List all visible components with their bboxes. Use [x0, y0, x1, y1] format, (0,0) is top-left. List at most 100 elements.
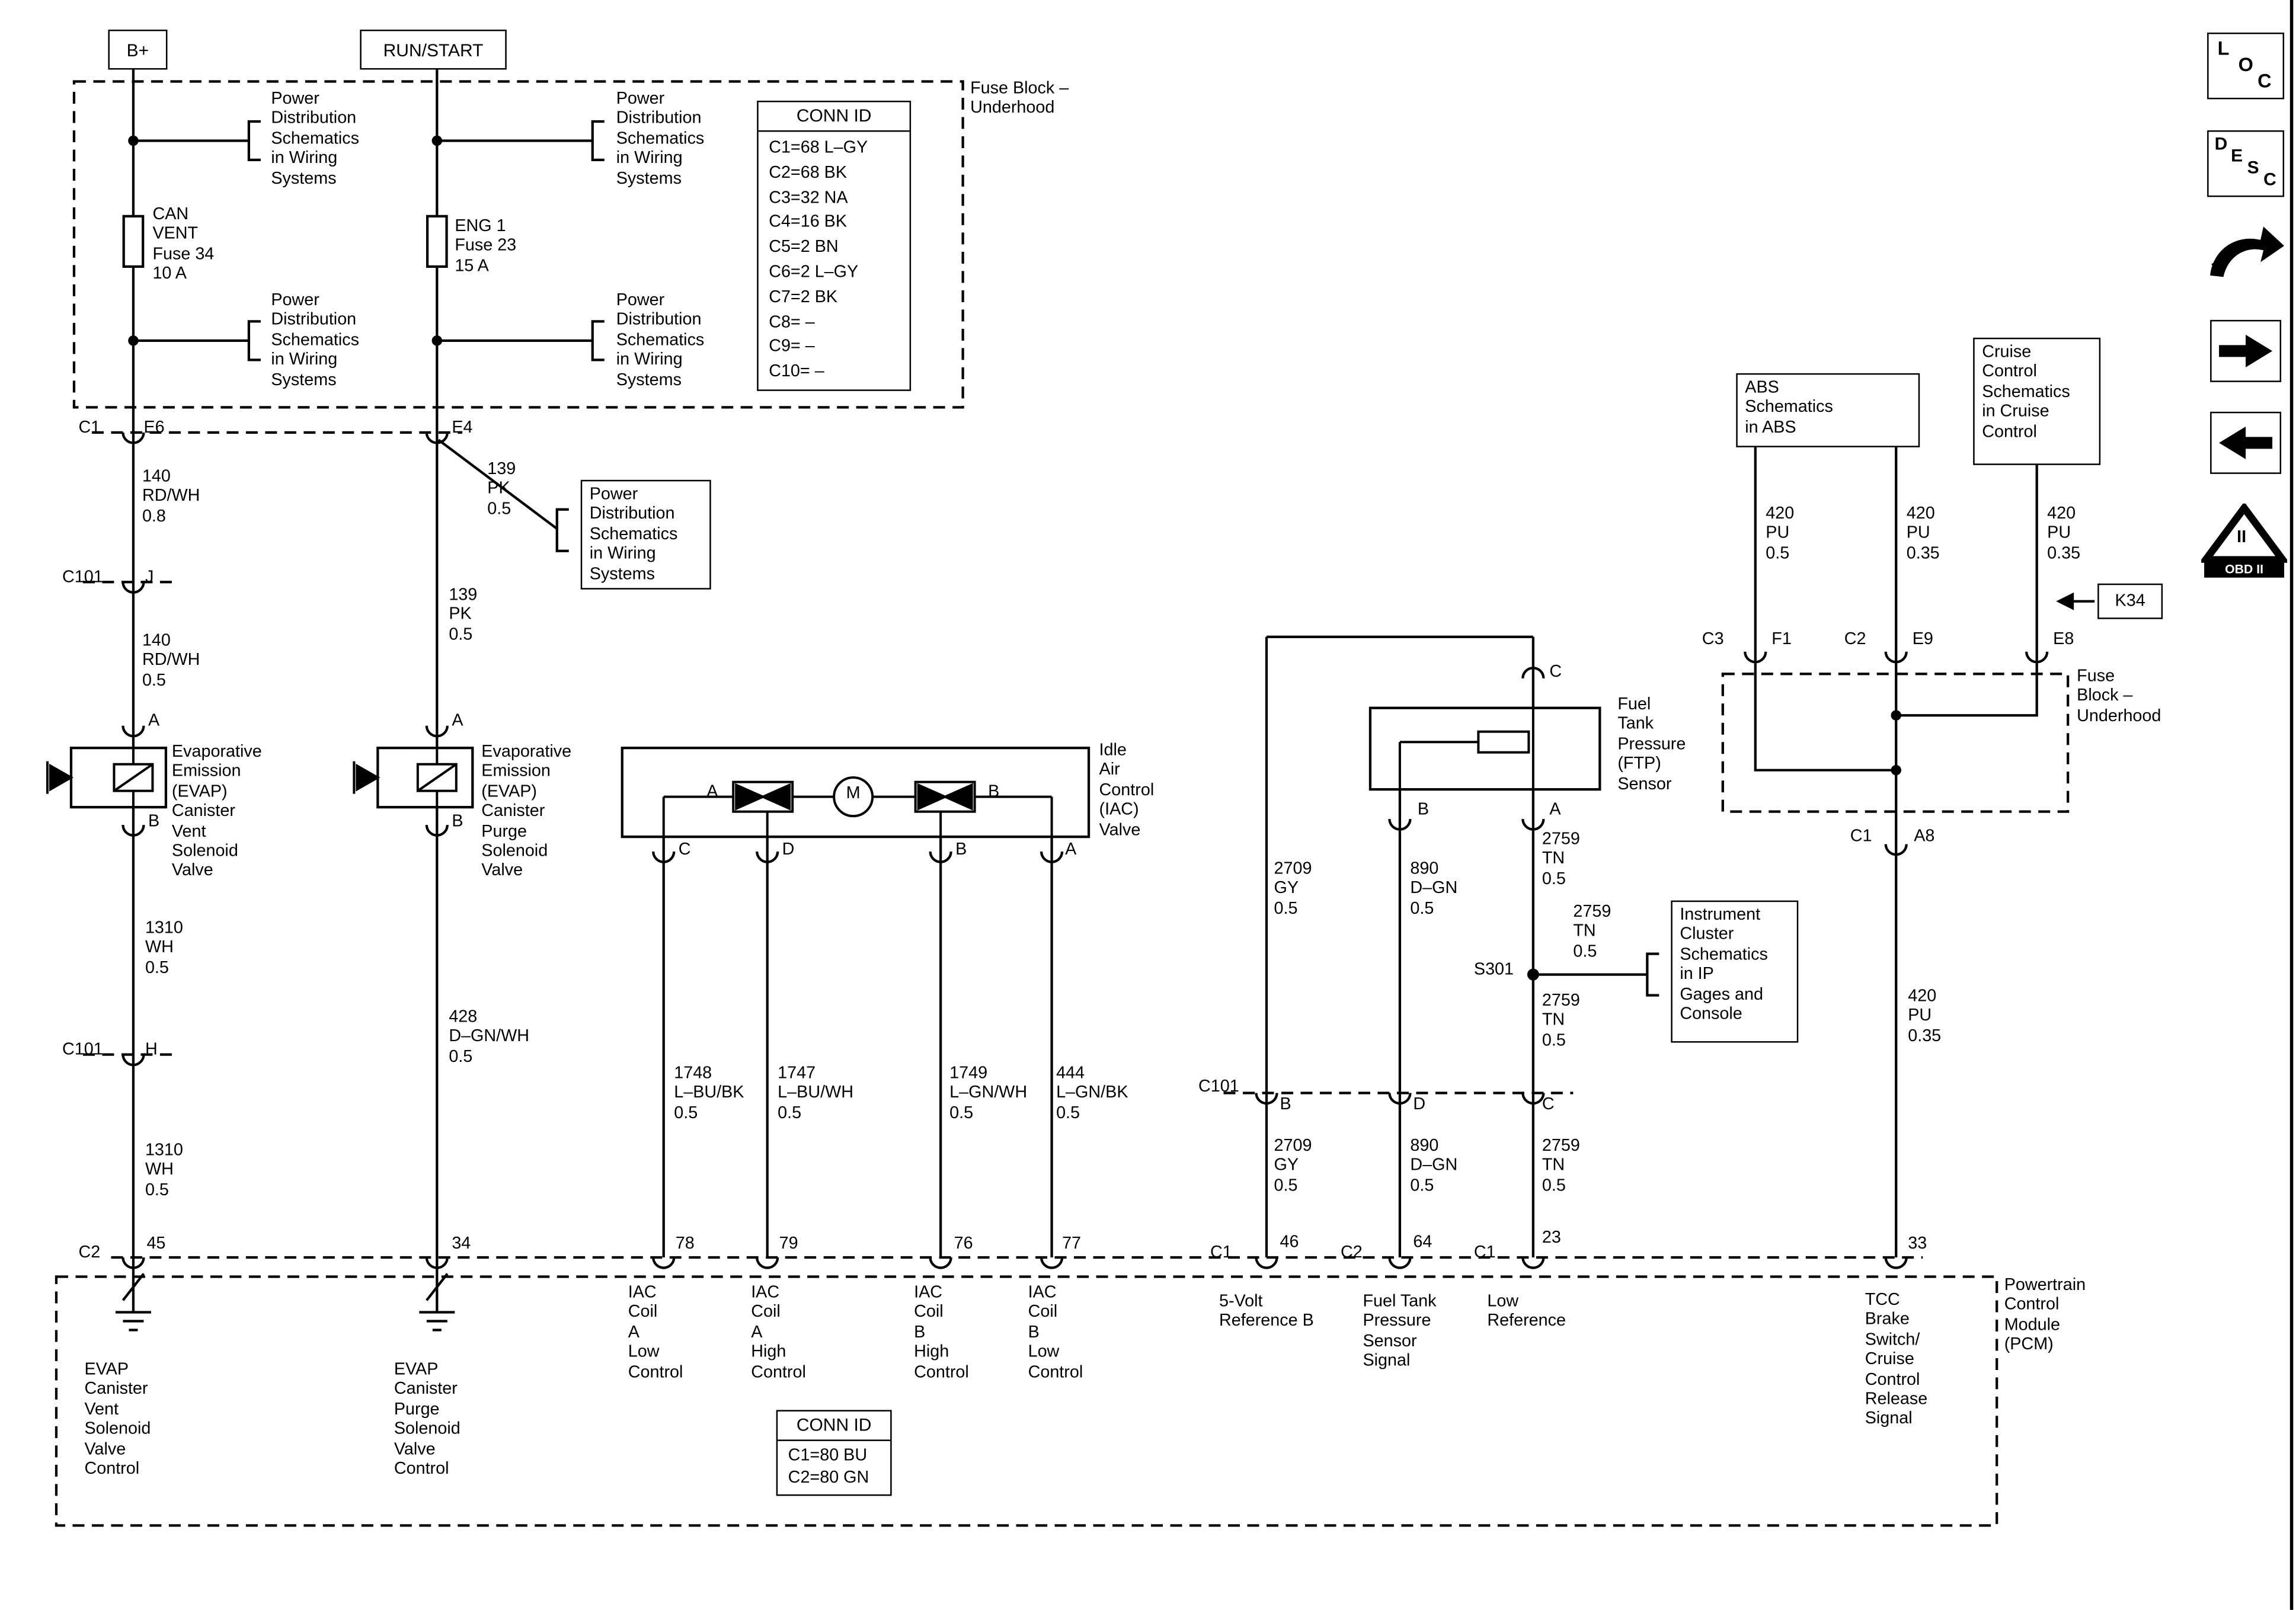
signal-iac-a-low: IAC Coil A Low Control — [628, 1283, 683, 1382]
cruise-ref-label: Cruise Control Schematics in Cruise Cont… — [1982, 343, 2070, 441]
terminal-76: 76 — [954, 1235, 973, 1253]
connector-c3-designator: C3 — [1702, 630, 1724, 649]
fuse-block-underhood-box — [72, 80, 964, 409]
pin-a-purge: A — [452, 712, 463, 731]
can-vent-fuse-label: CAN VENT Fuse 34 10 A — [152, 206, 215, 283]
signal-iac-b-low: IAC Coil B Low Control — [1028, 1283, 1083, 1382]
repair-instructions-icon[interactable] — [2201, 216, 2287, 290]
loc-letter: O — [2238, 53, 2253, 76]
conn-id-table-top: CONN ID C1=68 L–GY C2=68 BK C3=32 NA C4=… — [757, 100, 912, 391]
pin-h: H — [145, 1041, 158, 1060]
connector-c2-designator: C2 — [1340, 1244, 1363, 1262]
k34-arrow — [2056, 592, 2095, 610]
back-arrow-button[interactable] — [2210, 411, 2282, 474]
eng1-fuse-label: ENG 1 Fuse 23 15 A — [455, 217, 517, 276]
connector-c2-designator: C2 — [1844, 630, 1866, 649]
signal-low-reference: Low Reference — [1487, 1292, 1566, 1331]
power-dist-ref-5: Power Distribution Schematics in Wiring … — [589, 485, 678, 583]
obd2-button[interactable]: II OBD II — [2201, 503, 2288, 581]
power-dist-ref-4: Power Distribution Schematics in Wiring … — [616, 292, 705, 389]
b-plus-terminal: B+ — [108, 29, 168, 70]
terminal-34: 34 — [452, 1235, 471, 1253]
component-internals — [46, 708, 1534, 837]
evap-vent-driver-symbol — [121, 1273, 145, 1301]
run-start-terminal: RUN/START — [360, 29, 507, 70]
left-arrow-icon — [2219, 426, 2273, 459]
cruise-ref-box: Cruise Control Schematics in Cruise Cont… — [1973, 337, 2101, 465]
wire-label-428: 428 D–GN/WH 0.5 — [449, 1009, 530, 1067]
signal-evap-vent-control: EVAP Canister Vent Solenoid Valve Contro… — [84, 1361, 151, 1478]
pcm-box — [55, 1275, 1998, 1527]
signal-ftp-sensor: Fuel Tank Pressure Sensor Signal — [1363, 1292, 1437, 1371]
iac-motor-symbol — [833, 776, 874, 818]
forward-arrow-button[interactable] — [2210, 319, 2282, 382]
connector-c101-designator: C101 — [62, 1041, 103, 1060]
desc-button[interactable]: D E S C — [2207, 130, 2285, 197]
wire-label-1310-b: 1310 WH 0.5 — [145, 1142, 183, 1200]
vent-valve-symbol — [49, 763, 74, 792]
wire-label-420-035-c: 420 PU 0.35 — [1908, 988, 1942, 1046]
c101-pin-b: B — [1280, 1096, 1291, 1114]
junction-dots — [128, 135, 1901, 981]
pin-j: J — [145, 568, 154, 587]
terminal-64: 64 — [1413, 1234, 1432, 1251]
loc-button[interactable]: L O C — [2207, 32, 2285, 100]
iac-pin-c: C — [678, 841, 691, 859]
abs-ref-box: ABS Schematics in ABS — [1736, 373, 1920, 447]
s301-splice-dot — [1527, 968, 1539, 981]
desc-letter: C — [2263, 168, 2276, 190]
iac-pin-d: D — [782, 841, 795, 859]
obd2-numeral: II — [2237, 529, 2247, 547]
ground-symbols — [115, 1273, 455, 1331]
iac-coil-a-symbol — [732, 780, 794, 813]
iac-winding-a-label: A — [706, 783, 718, 802]
desc-letter: E — [2231, 145, 2243, 166]
evap-vent-valve-label: Evaporative Emission (EVAP) Canister Ven… — [171, 743, 262, 881]
connector-c101-designator: C101 — [62, 568, 103, 587]
c101-pin-d: D — [1413, 1096, 1426, 1114]
instrument-cluster-ref-label: Instrument Cluster Schematics in IP Gage… — [1680, 906, 1768, 1024]
pin-e6: E6 — [143, 419, 165, 437]
eng1-fuse-symbol — [426, 215, 448, 268]
connector-c1-designator: C1 — [1210, 1244, 1232, 1262]
signal-iac-b-high: IAC Coil B High Control — [914, 1283, 969, 1382]
reference-brackets — [247, 120, 1659, 997]
wire-label-420-035-b: 420 PU 0.35 — [2047, 505, 2081, 563]
pin-a8: A8 — [1914, 828, 1935, 846]
wire-label-2759-c: 2759 TN 0.5 — [1542, 992, 1580, 1050]
wire-label-890-a: 890 D–GN 0.5 — [1410, 860, 1458, 918]
pin-e4: E4 — [452, 419, 473, 437]
conn-id-rows: C1=68 L–GY C2=68 BK C3=32 NA C4=16 BK C5… — [769, 139, 868, 381]
signal-tcc-release: TCC Brake Switch/ Cruise Control Release… — [1865, 1291, 1928, 1429]
signal-evap-purge-control: EVAP Canister Purge Solenoid Valve Contr… — [394, 1361, 461, 1478]
connector-dashed-lines — [55, 80, 2070, 1527]
iac-coil-b-symbol — [914, 780, 976, 813]
evap-purge-valve-label: Evaporative Emission (EVAP) Canister Pur… — [481, 743, 572, 881]
wire-label-2759-d: 2759 TN 0.5 — [1542, 1137, 1580, 1195]
power-dist-ref-1: Power Distribution Schematics in Wiring … — [271, 90, 359, 188]
c101-pin-c: C — [1542, 1096, 1555, 1114]
loc-letter: C — [2257, 69, 2272, 92]
pin-b-purge: B — [452, 813, 463, 831]
iac-motor-label: M — [846, 785, 861, 803]
connector-c1-designator: C1 — [1473, 1244, 1496, 1262]
iac-pin-b: B — [955, 841, 967, 859]
k34-ref-box: K34 — [2097, 583, 2163, 619]
power-dist-ref-2: Power Distribution Schematics in Wiring … — [271, 292, 359, 389]
ground-symbol-vent — [115, 1311, 151, 1331]
desc-letter: D — [2214, 133, 2228, 154]
iac-winding-b-label: B — [988, 783, 1000, 802]
wire-label-1749: 1749 L–GN/WH 0.5 — [949, 1065, 1028, 1123]
desc-letter: S — [2247, 156, 2259, 178]
terminal-79: 79 — [779, 1235, 798, 1253]
signal-5v-reference: 5-Volt Reference B — [1219, 1292, 1314, 1331]
ftp-pin-c: C — [1549, 663, 1562, 681]
conn-id-rows: C1=80 BU C2=80 GN — [788, 1446, 869, 1487]
pin-e9: E9 — [1912, 630, 1933, 649]
wire-label-2759-a: 2759 TN 0.5 — [1542, 831, 1580, 889]
loc-letter: L — [2217, 37, 2230, 59]
power-dist-ref-3: Power Distribution Schematics in Wiring … — [616, 90, 705, 188]
wire-label-1748: 1748 L–BU/BK 0.5 — [674, 1065, 744, 1123]
conn-id-table-bottom: CONN ID C1=80 BU C2=80 GN — [776, 1410, 892, 1496]
